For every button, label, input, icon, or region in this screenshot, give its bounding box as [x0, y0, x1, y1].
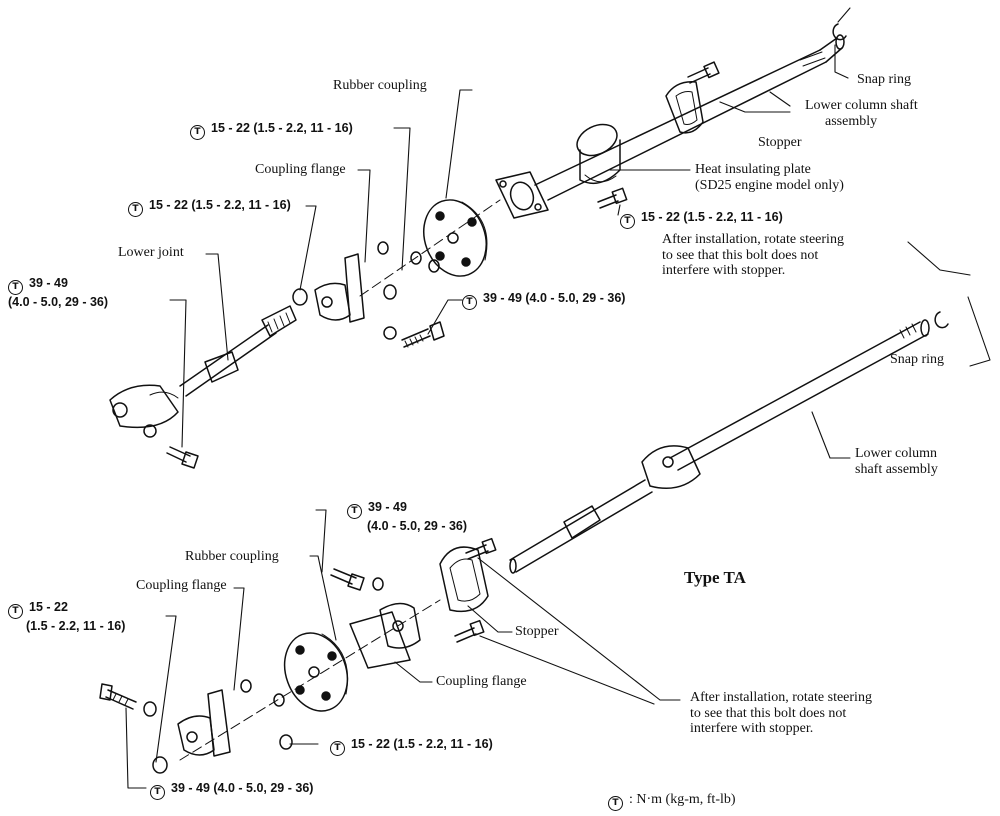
lower-joint-bolt: [166, 446, 199, 469]
torque-symbol-icon: T: [608, 796, 623, 811]
bottom-coupling-flange-left: [177, 689, 231, 757]
top-stopper-label: Stopper: [758, 135, 802, 150]
torque-symbol-icon: T: [150, 785, 165, 800]
top-note-line1: After installation, rotate steering: [662, 232, 844, 247]
heat-insulating-plate-label: Heat insulating plate (SD25 engine model…: [695, 162, 844, 193]
top-stopper: [665, 81, 704, 134]
bottom-stopper: [439, 546, 489, 613]
top-note-line3: interfere with stopper.: [662, 263, 786, 279]
bottom-nut: [152, 756, 168, 774]
bottom-coupling-flange-right-label: Coupling flange: [436, 674, 527, 689]
bottom-stopper-label: Stopper: [515, 624, 559, 639]
top-coupling-bolt: [401, 321, 445, 348]
top-rubber-torque-spec: T 15 - 22 (1.5 - 2.2, 11 - 16): [190, 121, 353, 140]
torque-symbol-icon: T: [128, 202, 143, 217]
bottom-lower-column-shaft-label: Lower column shaft assembly: [855, 446, 938, 477]
top-coupling-flange-label: Coupling flange: [255, 162, 346, 177]
torque-value-line2: (1.5 - 2.2, 11 - 16): [26, 619, 126, 633]
bottom-washers-and-nuts: [143, 577, 384, 750]
unit-legend-value: N·m (kg-m, ft-lb): [636, 792, 736, 807]
heat-insulating-plate: [576, 123, 621, 185]
bottom-stopper-bolts: [454, 537, 497, 643]
top-flange-bolt: [597, 187, 628, 209]
torque-value-line1: 39 - 49: [368, 500, 407, 514]
bottom-installation-note: After installation, rotate steering to s…: [690, 690, 872, 737]
top-coupling-bolt-torque-spec: T 39 - 49 (4.0 - 5.0, 29 - 36): [462, 291, 625, 310]
top-lower-column-shaft: [534, 34, 845, 201]
leader-lines: [125, 7, 991, 789]
bottom-snap-ring-label: Snap ring: [890, 352, 945, 367]
torque-value: 39 - 49 (4.0 - 5.0, 29 - 36): [171, 781, 314, 795]
torque-value-line2: (4.0 - 5.0, 29 - 36): [367, 519, 468, 533]
torque-value: 15 - 22 (1.5 - 2.2, 11 - 16): [211, 121, 353, 135]
type-label: Type TA: [684, 568, 746, 587]
top-lower-column-shaft-label: Lower column shaft assembly: [805, 98, 918, 129]
top-shaft-flange: [495, 171, 549, 219]
torque-symbol-icon: T: [620, 214, 635, 229]
top-flange-torque-spec: T 15 - 22 (1.5 - 2.2, 11 - 16): [128, 198, 291, 217]
top-stopper-bolt-torque-spec: T 15 - 22 (1.5 - 2.2, 11 - 16): [620, 210, 783, 229]
top-lower-column-shaft-line1: Lower column shaft: [805, 98, 918, 113]
bottom-left-torque-spec: T 15 - 22 (1.5 - 2.2, 11 - 16): [8, 600, 125, 633]
torque-symbol-icon: T: [8, 604, 23, 619]
heat-plate-line1: Heat insulating plate: [695, 162, 811, 177]
torque-symbol-icon: T: [330, 741, 345, 756]
torque-value: 39 - 49 (4.0 - 5.0, 29 - 36): [483, 291, 626, 305]
bottom-shaft-line1: Lower column: [855, 446, 938, 461]
lower-joint-label: Lower joint: [118, 245, 184, 260]
torque-value-line1: 39 - 49: [29, 276, 68, 290]
bottom-snap-ring: [934, 311, 949, 329]
bottom-upper-torque-spec: T 39 - 49 (4.0 - 5.0, 29 - 36): [347, 500, 467, 533]
top-assembly: [109, 23, 847, 469]
top-note-line2: to see that this bolt does not: [662, 247, 819, 263]
bottom-shaft-line2: shaft assembly: [855, 461, 938, 477]
bottom-lower-column-shaft: [509, 319, 930, 574]
top-snap-ring: [832, 23, 847, 41]
lower-joint: [109, 305, 297, 429]
top-installation-note: After installation, rotate steering to s…: [662, 232, 844, 279]
bottom-coupling-flange-right: [349, 602, 421, 669]
top-lower-column-shaft-line2: assembly: [825, 113, 878, 129]
torque-value: 15 - 22 (1.5 - 2.2, 11 - 16): [149, 198, 291, 212]
bottom-universal-joint: [641, 445, 701, 489]
top-washers-and-nuts: [143, 241, 440, 438]
torque-symbol-icon: T: [190, 125, 205, 140]
torque-value-line2: (4.0 - 5.0, 29 - 36): [8, 295, 109, 309]
heat-plate-line2: (SD25 engine model only): [695, 177, 844, 193]
bottom-rubber-coupling: [283, 632, 349, 712]
torque-symbol-icon: T: [462, 295, 477, 310]
bottom-note-line2: to see that this bolt does not: [690, 705, 847, 721]
torque-symbol-icon: T: [347, 504, 362, 519]
lower-joint-torque-spec: T 39 - 49 (4.0 - 5.0, 29 - 36): [8, 276, 108, 309]
torque-value: 15 - 22 (1.5 - 2.2, 11 - 16): [351, 737, 493, 751]
top-stopper-bolt: [687, 61, 720, 84]
bottom-upper-bolt: [330, 568, 365, 591]
bottom-left-bolt: [99, 683, 137, 710]
unit-legend: T : N·m (kg-m, ft-lb): [608, 792, 736, 811]
torque-value-line1: 15 - 22: [29, 600, 68, 614]
torque-symbol-icon: T: [8, 280, 23, 295]
bottom-coupling-flange-left-label: Coupling flange: [136, 578, 227, 593]
bottom-assembly: [99, 311, 949, 774]
top-snap-ring-label: Snap ring: [857, 72, 912, 87]
bottom-note-line1: After installation, rotate steering: [690, 690, 872, 705]
top-rubber-coupling: [423, 199, 488, 277]
bottom-rubber-coupling-label: Rubber coupling: [185, 549, 279, 564]
bottom-nut-torque-spec: T 15 - 22 (1.5 - 2.2, 11 - 16): [330, 737, 493, 756]
unit-legend-text: : N·m (kg-m, ft-lb): [629, 792, 736, 807]
torque-value: 15 - 22 (1.5 - 2.2, 11 - 16): [641, 210, 783, 224]
bottom-bolt-torque-spec: T 39 - 49 (4.0 - 5.0, 29 - 36): [150, 781, 313, 800]
top-coupling-flange: [314, 253, 365, 323]
top-rubber-coupling-label: Rubber coupling: [333, 78, 427, 93]
bottom-note-line3: interfere with stopper.: [690, 721, 814, 737]
